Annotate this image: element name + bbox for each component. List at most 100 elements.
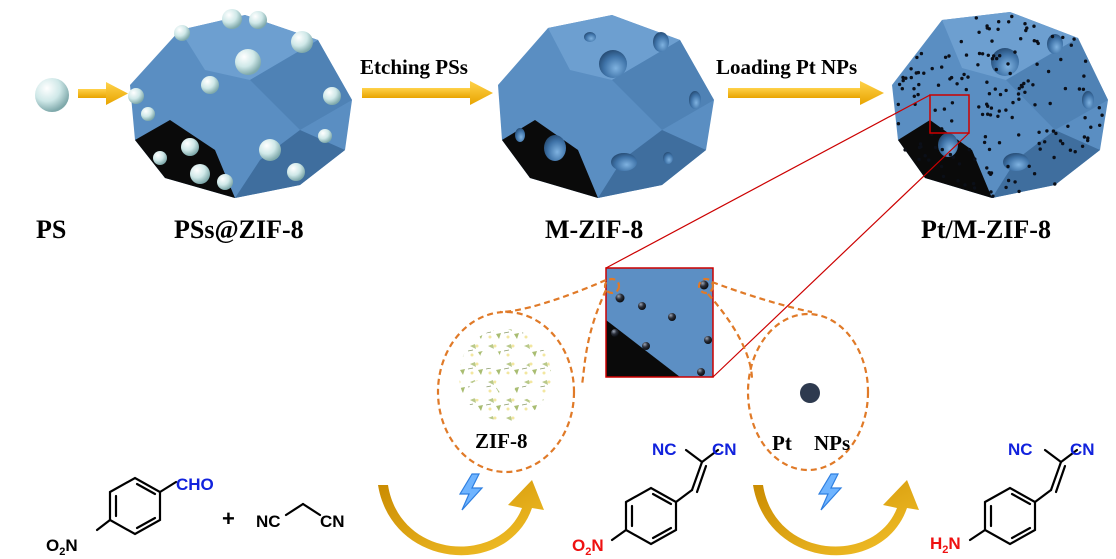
- pt-nanoparticle-dot: [918, 142, 923, 146]
- pt-nanoparticle-dot: [989, 171, 994, 175]
- pt-nanoparticle-dot: [1083, 116, 1087, 120]
- pt-nanoparticle-dot: [990, 57, 995, 61]
- cho-label: CHO: [176, 475, 214, 494]
- pt-nanoparticle-dot: [915, 55, 919, 60]
- pt-nanoparticle-dot: [941, 174, 946, 179]
- pt-nanoparticle-dot: [977, 30, 981, 34]
- label-mzif8: M-ZIF-8: [545, 215, 643, 244]
- pt-nanoparticle-dot: [1089, 125, 1093, 129]
- pt-nanoparticle-dot: [940, 127, 944, 131]
- zoom-line-2: [712, 132, 970, 378]
- pt-nanoparticle-dot: [982, 140, 987, 145]
- pt-nanoparticle-dot: [1013, 50, 1017, 54]
- pt-nanoparticle-dot: [1004, 108, 1008, 112]
- pt-nanoparticle-dot: [951, 155, 956, 159]
- pt-nanoparticle-dot: [901, 78, 905, 83]
- pt-nanoparticle-dot: [1013, 180, 1017, 184]
- label-ps: PS: [36, 215, 66, 244]
- pt-nanoparticle-dot: [1086, 138, 1090, 143]
- callout-zif8: [436, 277, 621, 474]
- pt-nanoparticle-dot: [1006, 62, 1010, 66]
- pt-nanoparticle-dot: [1082, 74, 1086, 78]
- molecule-nitrobenzylidene: [610, 448, 720, 546]
- pt-nanoparticle-dot: [903, 148, 907, 152]
- arrow-etching: [362, 81, 493, 105]
- pt-nanoparticle-dot: [942, 107, 947, 111]
- o2n-label-1: O2N: [46, 536, 78, 558]
- cn-label-3: CN: [1070, 440, 1095, 459]
- pt-nanoparticle-dot: [1045, 129, 1049, 133]
- nc-label-3: NC: [1008, 440, 1033, 459]
- pt-nanoparticle-dot: [993, 87, 997, 91]
- pt-nanoparticle-dot: [1017, 133, 1021, 137]
- molecule-malononitrile: [284, 502, 322, 517]
- pt-nanoparticle-dot: [904, 76, 908, 80]
- pt-nanoparticle-dot: [912, 87, 916, 91]
- pt-nanoparticle-dot: [964, 87, 968, 92]
- pt-nanoparticle-dot: [949, 75, 954, 80]
- pt-nanoparticle-dot: [1017, 97, 1021, 101]
- pt-nanoparticle-dot: [1098, 123, 1102, 128]
- pt-nanoparticle-dot: [1063, 86, 1068, 91]
- pt-nanoparticle-dot: [939, 164, 944, 169]
- pt-nanoparticle-dot: [995, 56, 999, 61]
- curved-arrow-1: [378, 480, 544, 556]
- pt-nanoparticle-dot: [1004, 88, 1008, 93]
- pt-nanoparticle-dot: [1050, 34, 1055, 39]
- pt-nanoparticle-dot: [901, 75, 905, 80]
- pt-nanoparticle-dot: [980, 112, 985, 117]
- pt-nanoparticle-dot: [950, 101, 955, 105]
- pt-nanoparticle-dot: [1061, 141, 1065, 146]
- pt-nanoparticle-dot: [896, 122, 901, 126]
- pt-nanoparticle-dot: [1081, 87, 1086, 92]
- pt-nanoparticle-dot: [1068, 148, 1073, 152]
- pt-nanoparticle-dot: [1069, 43, 1074, 47]
- pt-nanoparticle-dot: [922, 71, 926, 75]
- pt-nanoparticle-dot: [1043, 140, 1047, 144]
- pt-nanoparticle-dot: [1048, 101, 1052, 106]
- pt-nanoparticle-dot: [974, 16, 978, 20]
- pt-nanoparticle-dot: [940, 147, 944, 152]
- zoom-region-box: [929, 94, 970, 134]
- ps-sphere: [35, 78, 69, 112]
- pt-nanoparticle-dot: [991, 194, 995, 198]
- pt-nanoparticle-dot: [1006, 164, 1010, 169]
- zoom-inset: [606, 268, 713, 377]
- pt-nanoparticle-dot: [1016, 92, 1021, 96]
- pt-nanoparticle-dot: [1022, 81, 1026, 86]
- pt-nanoparticle-dot: [987, 92, 992, 96]
- pt-nanoparticle-dot: [914, 71, 918, 75]
- label-pt: Pt: [772, 431, 792, 455]
- pt-nanoparticle-dot: [1032, 39, 1037, 43]
- zoom-line-1: [605, 94, 931, 269]
- pt-nanoparticle-dot: [960, 76, 964, 81]
- pt-nanoparticle-dot: [985, 166, 989, 170]
- loading-label: Loading Pt NPs: [716, 55, 857, 79]
- pt-nanoparticle-dot: [985, 80, 989, 84]
- pt-nanoparticle-dot: [1100, 113, 1104, 117]
- label-zif8-inset: ZIF-8: [475, 429, 528, 453]
- pt-nanoparticle-dot: [923, 154, 927, 158]
- pt-nanoparticle-dot: [1008, 71, 1012, 76]
- pt-nanoparticle-dot: [963, 183, 967, 187]
- pt-nanoparticle-dot: [1006, 178, 1011, 183]
- curved-arrow-2: [753, 480, 919, 556]
- pt-nanoparticle-dot: [998, 92, 1003, 97]
- pt-nanoparticle-dot: [1019, 83, 1024, 88]
- pt-nanoparticle-dot: [985, 102, 989, 106]
- crystal-ptmzif8: [892, 12, 1108, 198]
- lightning-icon-2: [817, 473, 843, 511]
- label-pszif8: PSs@ZIF-8: [174, 215, 304, 244]
- pt-nanoparticle-dot: [1066, 124, 1070, 128]
- pt-nanoparticle-dot: [1082, 135, 1087, 139]
- pt-nanoparticle-dot: [1010, 115, 1014, 120]
- pt-nanoparticle-dot: [1059, 57, 1063, 62]
- pt-nanoparticle-dot: [997, 109, 1001, 113]
- pt-nanoparticle-dot: [1053, 182, 1057, 186]
- pt-nanoparticle-dot: [994, 67, 998, 72]
- pt-nanoparticle-dot: [973, 157, 977, 161]
- pt-nanoparticle-dot: [1019, 37, 1023, 41]
- pt-nanoparticle-dot: [986, 112, 990, 116]
- pt-nanoparticle-dot: [943, 55, 948, 59]
- pt-nanoparticle-dot: [989, 106, 994, 110]
